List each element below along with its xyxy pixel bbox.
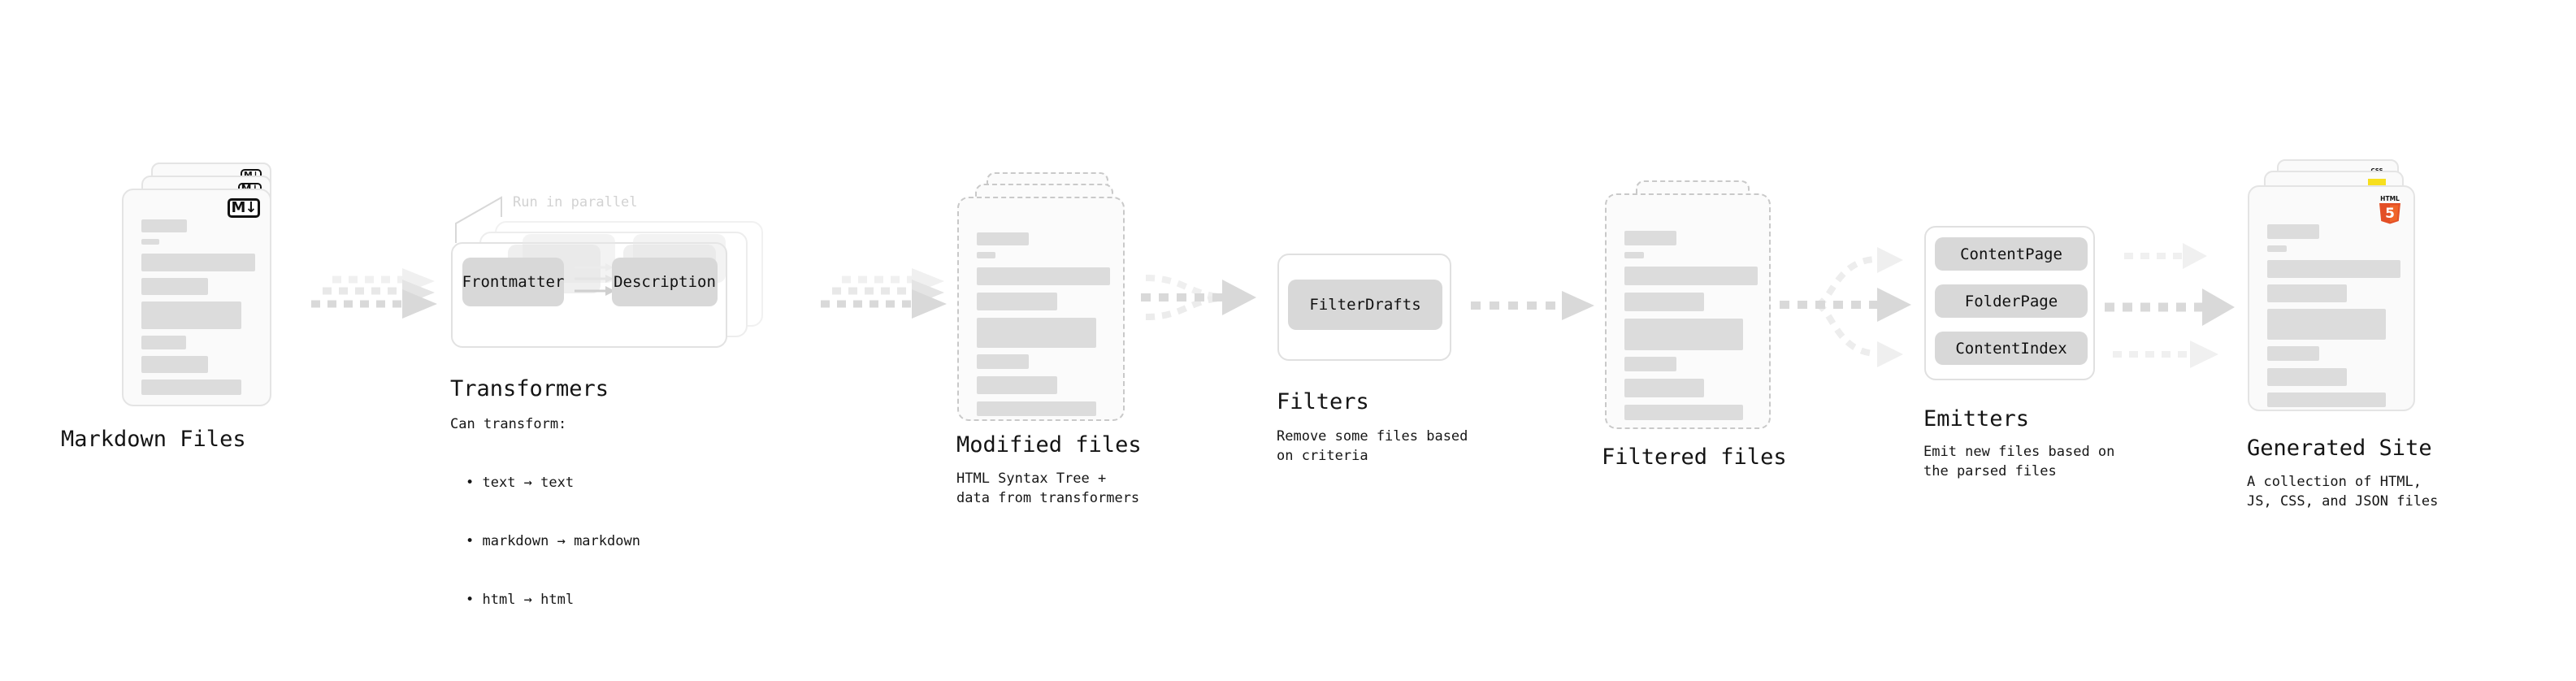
filtered-card-stack	[1605, 180, 1776, 432]
stage-title-generated-site: Generated Site	[2247, 436, 2432, 461]
connector-modified-to-filters	[1134, 258, 1289, 348]
parallel-bracket-icon	[455, 196, 502, 243]
skeleton-bar	[141, 356, 208, 373]
skeleton-bar	[2267, 368, 2347, 386]
skeleton-bar	[1624, 357, 1676, 371]
arrow-dashed-parallel	[821, 268, 947, 319]
stage-desc-modified-files: HTML Syntax Tree + data from transformer…	[956, 471, 1140, 506]
chip-label: ContentPage	[1960, 245, 2062, 263]
svg-text:5: 5	[2385, 206, 2395, 222]
filter-chip-filterdrafts[interactable]: FilterDrafts	[1288, 280, 1442, 330]
transformer-chip-frontmatter[interactable]: Frontmatter	[462, 258, 564, 306]
skeleton-bar	[2267, 346, 2319, 361]
skeleton-bar	[2267, 224, 2319, 239]
skeleton-bar	[977, 401, 1096, 416]
skeleton-bar	[141, 380, 241, 395]
bullet-dot: •	[466, 592, 483, 608]
chip-label: FolderPage	[1964, 292, 2058, 310]
connector-filters-to-filtered	[1471, 291, 1609, 340]
connector-markdown-to-transformers	[311, 268, 458, 341]
stage-desc-generated-site: A collection of HTML, JS, CSS, and JSON …	[2247, 474, 2439, 510]
transformer-internal-arrows-icon	[575, 263, 615, 296]
connector-transformers-to-modified	[821, 268, 967, 341]
chip-label: ContentIndex	[1955, 339, 2067, 358]
skeleton-bar	[141, 336, 186, 349]
stage-generated-site: CSS HTML	[2247, 159, 2438, 510]
skeleton-bar	[1624, 231, 1676, 245]
svg-text:HTML: HTML	[2380, 195, 2400, 202]
skeleton-bar	[2267, 393, 2386, 407]
transformer-chip-description[interactable]: Description	[612, 258, 718, 306]
skeleton-bar	[977, 354, 1029, 369]
skeleton-bar	[141, 254, 255, 271]
skeleton-bar	[141, 278, 208, 295]
skeleton-bar	[2267, 284, 2347, 302]
run-in-parallel-label: Run in parallel	[513, 194, 638, 210]
connector-filtered-to-emitters	[1780, 223, 1926, 370]
skeleton-bar	[2267, 245, 2287, 252]
stage-desc-emitters: Emit new files based on the parsed files	[1923, 444, 2115, 479]
skeleton-bar	[141, 219, 187, 232]
modified-card-front	[957, 197, 1125, 421]
site-card-front: HTML 5	[2248, 185, 2415, 411]
emitter-chip-folderpage[interactable]: FolderPage	[1935, 284, 2088, 318]
bullet-text: markdown → markdown	[482, 533, 640, 549]
stage-desc-filters: Remove some files based on criteria	[1277, 428, 1468, 464]
bullet-text: html → html	[482, 592, 575, 608]
bullet-text: text → text	[482, 475, 575, 491]
chip-label: FilterDrafts	[1309, 296, 1421, 314]
stage-title-filters: Filters	[1277, 389, 1369, 414]
skeleton-bar	[141, 239, 159, 245]
skeleton-bar	[977, 376, 1057, 394]
skeleton-bar	[1624, 319, 1743, 350]
modified-card-stack	[957, 172, 1128, 432]
skeleton-bar	[141, 301, 241, 329]
stage-markdown-files: M↓ M↓ M↓ Markdown Files	[61, 163, 293, 452]
skeleton-bar	[977, 318, 1096, 348]
stage-desc-transformers: Can transform:	[450, 416, 567, 432]
stage-title-modified-files: Modified files	[956, 432, 1142, 458]
arrow-dashed-parallel	[311, 268, 437, 319]
stage-modified-files: Modified files HTML Syntax Tree + data f…	[956, 172, 1142, 506]
arrow-dashed-single	[1471, 291, 1594, 320]
stage-filtered-files: Filtered files	[1602, 180, 1787, 470]
skeleton-bar	[1624, 267, 1758, 285]
markdown-icon: M↓	[228, 198, 260, 218]
chip-label: Description	[614, 273, 716, 291]
stage-title-transformers: Transformers	[450, 376, 609, 401]
connector-emitters-to-site	[2105, 229, 2251, 375]
skeleton-bar	[2267, 309, 2386, 340]
skeleton-bar	[1624, 293, 1704, 311]
stage-title-filtered-files: Filtered files	[1602, 445, 1787, 470]
skeleton-bar	[2267, 260, 2400, 278]
arrow-dashed-merge	[1141, 275, 1256, 320]
bullet-dot: •	[466, 475, 483, 491]
transformer-bullets: • text → text • markdown → markdown • ht…	[466, 434, 640, 648]
skeleton-bar	[977, 293, 1057, 310]
skeleton-bar	[1624, 405, 1743, 420]
emitter-chip-contentindex[interactable]: ContentIndex	[1935, 332, 2088, 365]
site-card-stack: CSS HTML	[2248, 159, 2435, 436]
stage-title-emitters: Emitters	[1923, 406, 2030, 432]
arrow-dashed-branch	[1780, 247, 1911, 367]
skeleton-bar	[1624, 252, 1644, 258]
html5-icon: HTML 5	[2376, 193, 2404, 224]
emitter-chip-contentpage[interactable]: ContentPage	[1935, 237, 2088, 271]
skeleton-bar	[977, 252, 995, 258]
skeleton-bar	[977, 267, 1110, 285]
arrow-dashed-parallel-3	[2105, 243, 2235, 368]
skeleton-bar	[1624, 379, 1704, 397]
skeleton-bar	[977, 232, 1029, 245]
markdown-card-front: M↓	[122, 189, 271, 406]
chip-label: Frontmatter	[462, 273, 565, 291]
markdown-card-stack: M↓ M↓ M↓	[122, 163, 293, 423]
filtered-card-front	[1605, 193, 1771, 429]
bullet-dot: •	[466, 533, 483, 549]
stage-title-markdown-files: Markdown Files	[61, 427, 246, 452]
